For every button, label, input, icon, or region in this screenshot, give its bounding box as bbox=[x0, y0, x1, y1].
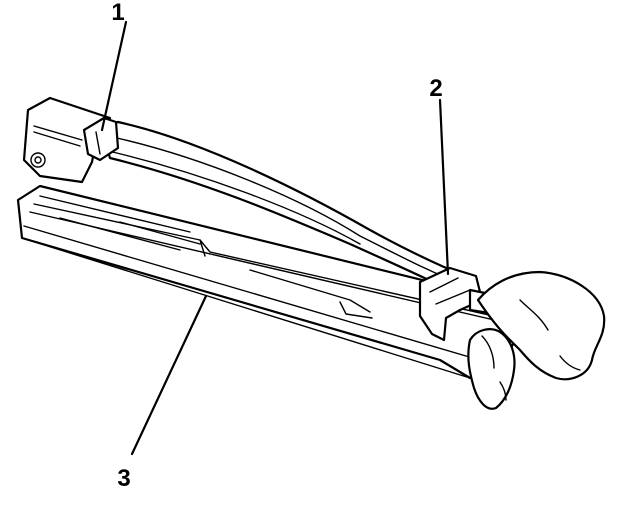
leader-lines bbox=[100, 20, 450, 456]
callout-1: 1 bbox=[111, 0, 124, 26]
callout-2: 2 bbox=[429, 75, 442, 102]
callout-3: 3 bbox=[117, 465, 130, 492]
wiper-blade-assembly bbox=[16, 184, 530, 380]
leader-line-2 bbox=[438, 98, 450, 276]
wiper-arm bbox=[22, 96, 472, 298]
leader-line-1 bbox=[100, 20, 128, 132]
leader-line-3 bbox=[130, 294, 208, 456]
hand-illustration bbox=[467, 270, 606, 410]
